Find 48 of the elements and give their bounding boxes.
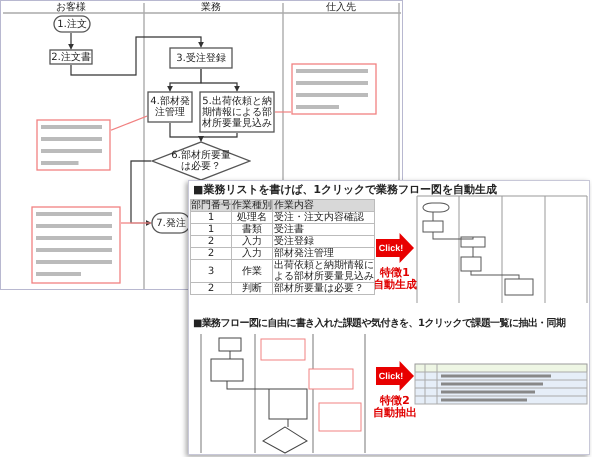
table-cell: 部材所要量は必要？ — [272, 282, 374, 294]
leader-line — [110, 116, 148, 131]
table-cell: 処理名 — [232, 212, 272, 224]
table-cell: 判断 — [232, 282, 272, 294]
arrow — [68, 33, 74, 50]
lane-header: 業務 — [200, 2, 222, 13]
table-cell: 入力 — [232, 248, 272, 260]
callout-box — [291, 63, 377, 115]
process-box: 3.受注登録 — [169, 47, 233, 69]
table-cell: 1 — [190, 212, 232, 224]
header-cell: 作業内容 — [272, 200, 374, 212]
lane-header: お客様 — [55, 2, 87, 13]
leader-line — [275, 111, 291, 113]
section-heading: ■業務フロー図に自由に書き入れた課題や気付きを、1クリックで課題一覧に抽出・同期 — [193, 318, 566, 329]
table-cell: 1 — [190, 224, 232, 236]
table-cell: 受注・注文内容確認 — [272, 212, 374, 224]
header-cell: 部門番号 — [190, 200, 232, 212]
table-cell: 書類 — [232, 224, 272, 236]
section-heading: ■業務リストを書けば、1クリックで業務フロー図を自動生成 — [193, 183, 498, 196]
callout-box — [31, 206, 121, 284]
click-arrow: Click! — [376, 233, 414, 263]
table-cell: 入力 — [232, 236, 272, 248]
feature-label: 特徴1 — [380, 267, 410, 279]
table-cell: 受注登録 — [272, 236, 374, 248]
process-box: 4.部材発注管理 — [147, 91, 193, 123]
leader-line — [121, 222, 151, 224]
terminal-node: 1.注文 — [53, 15, 91, 33]
table-cell: 2 — [190, 236, 232, 248]
process-box: 2.注文書 — [49, 49, 93, 65]
table-cell: 受注書 — [272, 224, 374, 236]
table-cell: 部材発注管理 — [272, 248, 374, 260]
table-cell: 2 — [190, 248, 232, 260]
table-cell: 作業 — [232, 260, 272, 282]
decision-diamond: 6.部材所要量は必要？ — [151, 141, 251, 181]
table-cell: 3 — [190, 260, 232, 282]
terminal-node: 7.発注 — [151, 212, 191, 234]
click-arrow: Click! — [376, 361, 414, 391]
feature-label: 自動抽出 — [372, 407, 418, 419]
table-cell: 出荷依頼と納期情報による部材所要量見込み — [272, 260, 374, 282]
arrow — [70, 36, 204, 76]
arrow — [198, 133, 238, 142]
feature-label: 特徴2 — [380, 395, 410, 407]
process-box: 5.出荷依頼と納期情報による部材所要量見込み — [199, 91, 275, 133]
callout-box — [36, 119, 111, 171]
header-cell: 作業種別 — [232, 200, 272, 212]
arrow — [200, 69, 240, 92]
lane-header: 仕入先 — [325, 2, 357, 13]
table-cell: 2 — [190, 282, 232, 294]
